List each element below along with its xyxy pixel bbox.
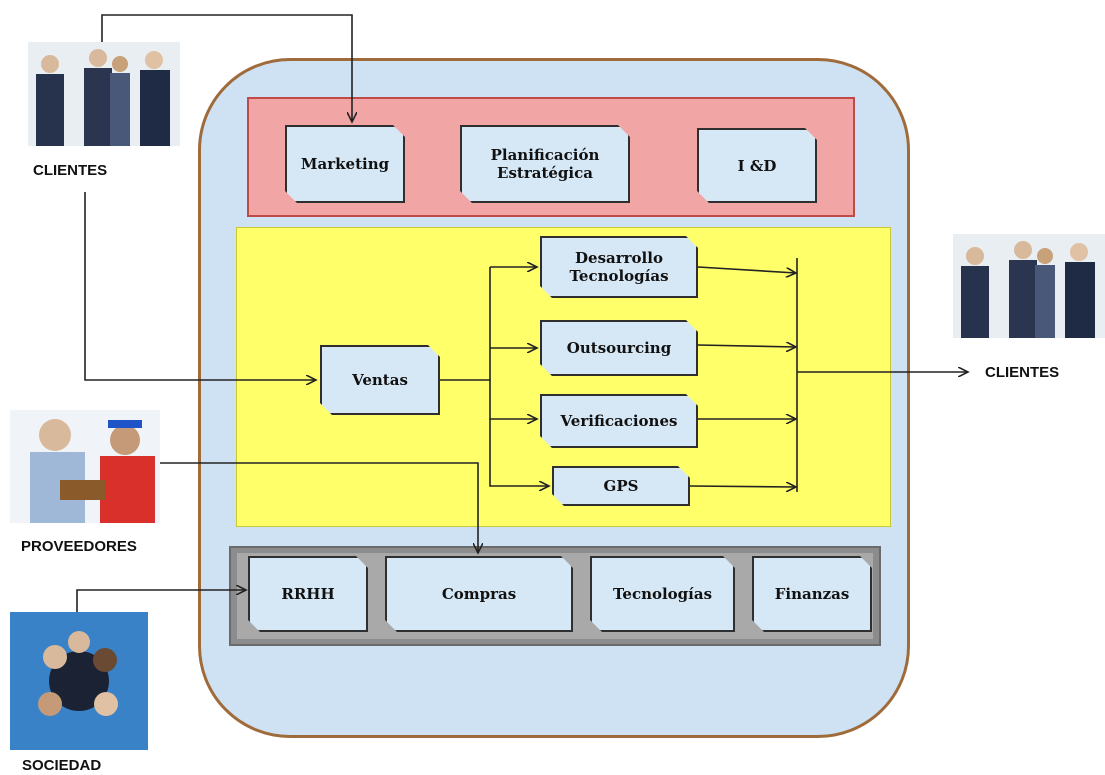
proveedores-label: PROVEEDORES: [21, 538, 137, 555]
branch-to-verificaciones-arrow: [490, 380, 537, 419]
clientes-to-ventas-arrow: [85, 192, 316, 380]
gps-to-collector-arrow: [690, 486, 796, 487]
sociedad-label: SOCIEDAD: [22, 757, 101, 774]
proveedores-to-compras-arrow: [158, 463, 478, 553]
outsourcing-to-collector-arrow: [698, 345, 796, 347]
proveedores-photo: [10, 410, 160, 523]
sociedad-to-rrhh-arrow: [77, 590, 246, 612]
clientes-out-label: CLIENTES: [985, 364, 1059, 381]
clientes-photo: [28, 42, 180, 146]
desarrollo-to-collector-arrow: [698, 267, 796, 273]
clientes-in-label: CLIENTES: [33, 162, 107, 179]
branch-to-gps-arrow: [490, 419, 549, 486]
sociedad-photo: [10, 612, 148, 750]
clientes-out-photo: [953, 234, 1105, 338]
ventas-branch-line: [440, 267, 490, 380]
